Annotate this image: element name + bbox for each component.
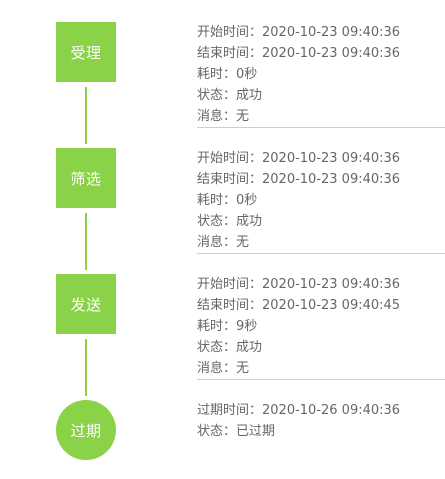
step-node-send: 发送 <box>56 274 116 334</box>
end-time: 结束时间：2020-10-23 09:40:36 <box>197 46 401 61</box>
step-info-send: 开始时间：2020-10-23 09:40:36 结束时间：2020-10-23… <box>197 274 445 380</box>
timeline-connector <box>85 213 87 270</box>
step-node-accept: 受理 <box>56 22 116 82</box>
start-time: 开始时间：2020-10-23 09:40:36 <box>197 25 401 40</box>
step-node-expired: 过期 <box>56 400 116 460</box>
message: 消息：无 <box>197 109 250 124</box>
duration: 耗时：0秒 <box>197 67 258 82</box>
status: 状态：成功 <box>197 88 263 103</box>
expire-time: 过期时间：2020-10-26 09:40:36 <box>197 403 401 418</box>
step-info-expired: 过期时间：2020-10-26 09:40:36 状态：已过期 <box>197 400 445 442</box>
step-info-accept: 开始时间：2020-10-23 09:40:36 结束时间：2020-10-23… <box>197 22 445 128</box>
message: 消息：无 <box>197 361 250 376</box>
start-time: 开始时间：2020-10-23 09:40:36 <box>197 151 401 166</box>
duration: 耗时：0秒 <box>197 193 258 208</box>
status: 状态：已过期 <box>197 424 276 439</box>
message: 消息：无 <box>197 235 250 250</box>
status: 状态：成功 <box>197 340 263 355</box>
duration: 耗时：9秒 <box>197 319 258 334</box>
step-info-filter: 开始时间：2020-10-23 09:40:36 结束时间：2020-10-23… <box>197 148 445 254</box>
timeline-connector <box>85 87 87 144</box>
step-node-filter: 筛选 <box>56 148 116 208</box>
start-time: 开始时间：2020-10-23 09:40:36 <box>197 277 401 292</box>
end-time: 结束时间：2020-10-23 09:40:45 <box>197 298 401 313</box>
status: 状态：成功 <box>197 214 263 229</box>
timeline-connector <box>85 339 87 396</box>
end-time: 结束时间：2020-10-23 09:40:36 <box>197 172 401 187</box>
